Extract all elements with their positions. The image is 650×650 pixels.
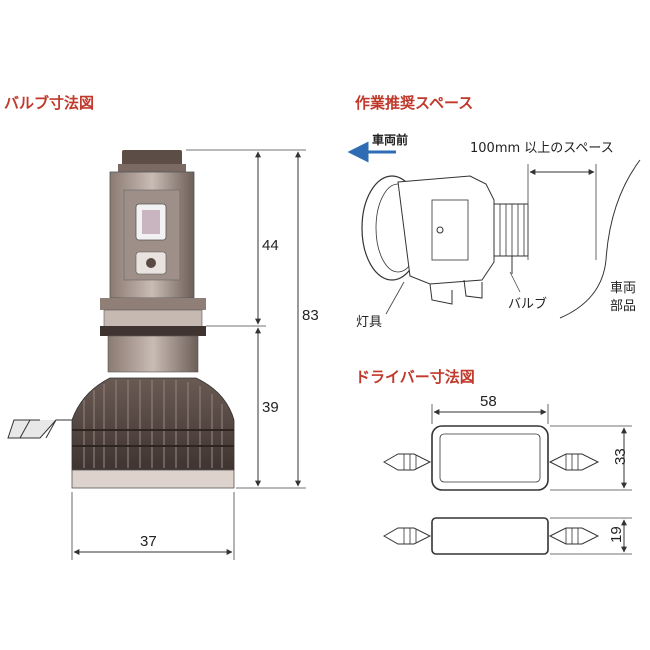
headlamp-illustration [361,175,529,315]
bulb-dim-total: 83 [302,307,319,324]
bulb-dimension-lines [71,149,306,560]
space-label: 100mm 以上のスペース [470,141,614,156]
bulb-dims-title: バルブ寸法図 [4,94,94,112]
work-space-title: 作業推奨スペース [355,94,473,112]
bulb-dim-width: 37 [140,533,157,550]
vehicle-part-label-line2: 部品 [610,299,636,314]
driver-dims-title: ドライバー寸法図 [355,368,475,386]
vehicle-part-label-line1: 車両 [610,281,636,296]
lamp-label: 灯具 [356,315,382,330]
bulb-dim-upper: 44 [262,237,279,254]
driver-dim-height-top: 33 [612,448,629,465]
driver-top-view [382,425,600,491]
driver-dim-height-side: 19 [608,526,625,543]
bulb-label: バルブ [508,296,547,312]
driver-side-view [382,517,600,555]
bulb-illustration [7,150,235,489]
vehicle-part-outline [559,159,641,319]
driver-dim-width: 58 [480,393,497,410]
direction-label: 車両前 [372,132,408,147]
bulb-dim-lower: 39 [262,399,279,416]
